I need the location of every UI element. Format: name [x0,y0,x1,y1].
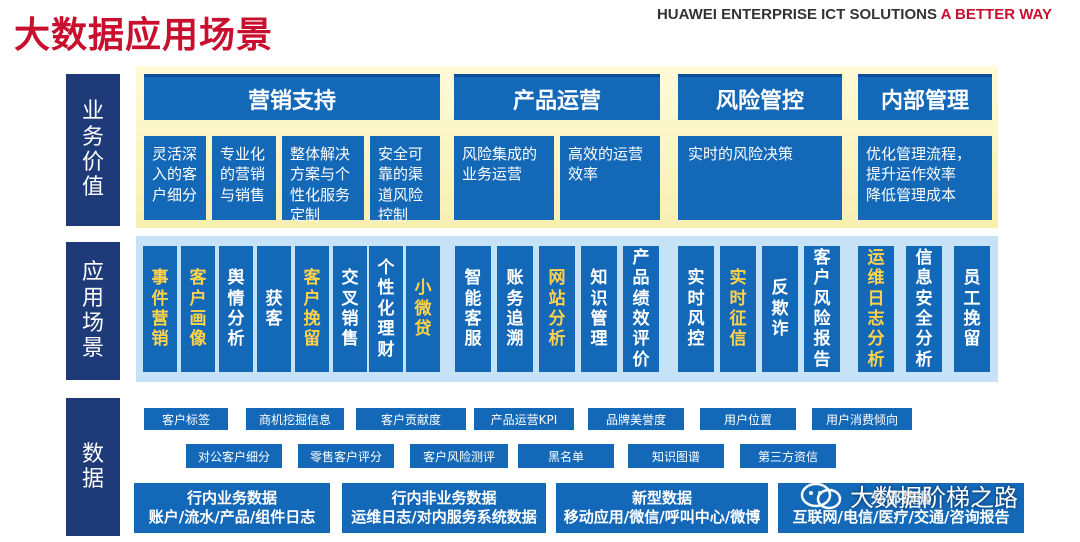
scenario-box: 客户挽留 [295,246,329,372]
scenario-box: 实时征信 [720,246,756,372]
scenario-box: 个性化理财 [369,246,403,372]
row-label-business-value: 业务价值 [66,74,120,226]
value-box: 整体解决方案与个性化服务定制 [282,136,364,224]
scenario-box: 智能客服 [455,246,491,372]
scenario-box: 运维日志分析 [858,246,894,372]
value-text: 优化管理流程，提升运作效率 [866,145,972,184]
value-box: 风险集成的业务运营 [454,136,554,220]
data-tag: 商机挖掘信息 [246,408,344,430]
data-tag: 黑名单 [518,444,614,468]
data-tag: 客户标签 [144,408,228,430]
value-box: 安全可靠的渠道风险控制 [370,136,440,224]
wechat-icon [800,482,842,509]
wechat-watermark: 大数据阶梯之路 [800,478,1018,513]
data-source-title: 外部数据 [870,488,931,507]
value-text: 降低管理成本 [866,185,957,204]
scenario-box: 信息安全分析 [906,246,942,372]
scenario-box: 获客 [257,246,291,372]
data-source-desc: 互联网/电信/医疗/交通/咨询报告 [792,508,1010,526]
scenario-box: 账务追溯 [497,246,533,372]
data-source-box: 行内非业务数据 运维日志/对内服务系统数据 [342,483,546,533]
data-source-title: 行内业务数据 [186,488,277,507]
watermark-text: 大数据阶梯之路 [850,484,1018,512]
brand-accent: A BETTER WAY [940,6,1052,23]
value-box: 高效的运营效率 [560,136,660,220]
data-source-title: 行内非业务数据 [391,488,497,507]
data-tag: 客户风险测评 [410,444,508,468]
data-source-desc: 运维日志/对内服务系统数据 [351,508,537,526]
header-product: 产品运营 [454,74,660,120]
data-tag: 品牌美誉度 [588,408,684,430]
header-risk: 风险管控 [678,74,842,120]
data-tag: 对公客户细分 [186,444,282,468]
scenario-box: 实时风控 [678,246,714,372]
data-tag: 第三方资信 [740,444,836,468]
data-tag: 零售客户评分 [298,444,394,468]
data-tag: 产品运营KPI [474,408,574,430]
scenario-box: 事件营销 [143,246,177,372]
value-box: 专业化的营销与销售 [212,136,276,220]
scenario-box: 反欺诈 [762,246,798,372]
scenario-box: 产品绩效评价 [623,246,659,372]
data-tag: 知识图谱 [628,444,724,468]
row-label-application-scenario: 应用场景 [66,242,120,380]
huawei-brand-tagline: HUAWEI ENTERPRISE ICT SOLUTIONS A BETTER… [657,6,1052,23]
value-box: 灵活深入的客户细分 [144,136,206,220]
scenario-box: 交叉销售 [333,246,367,372]
scenario-box: 客户风险报告 [804,246,840,372]
brand-main: HUAWEI ENTERPRISE ICT SOLUTIONS [656,6,941,23]
data-source-box: 新型数据 移动应用/微信/呼叫中心/微博 [556,483,768,533]
header-internal: 内部管理 [858,74,992,120]
scenario-box: 知识管理 [581,246,617,372]
value-box: 实时的风险决策 [678,136,842,220]
scenario-box: 客户画像 [181,246,215,372]
scenario-box: 员工挽留 [954,246,990,372]
data-tag: 用户位置 [700,408,796,430]
header-marketing: 营销支持 [144,74,440,120]
data-source-box: 行内业务数据 账户/流水/产品/组件日志 [134,483,330,533]
data-tag: 用户消费倾向 [812,408,912,430]
data-source-title: 新型数据 [631,488,692,507]
scenario-box: 舆情分析 [219,246,253,372]
data-tag: 客户贡献度 [356,408,466,430]
page-title: 大数据应用场景 [14,15,274,56]
data-source-desc: 移动应用/微信/呼叫中心/微博 [563,508,761,526]
data-source-desc: 账户/流水/产品/组件日志 [148,508,316,526]
value-box: 优化管理流程，提升运作效率 降低管理成本 [858,136,992,220]
scenario-box: 小微贷 [406,246,440,372]
scenario-box: 网站分析 [539,246,575,372]
row-label-data: 数据 [66,398,120,536]
